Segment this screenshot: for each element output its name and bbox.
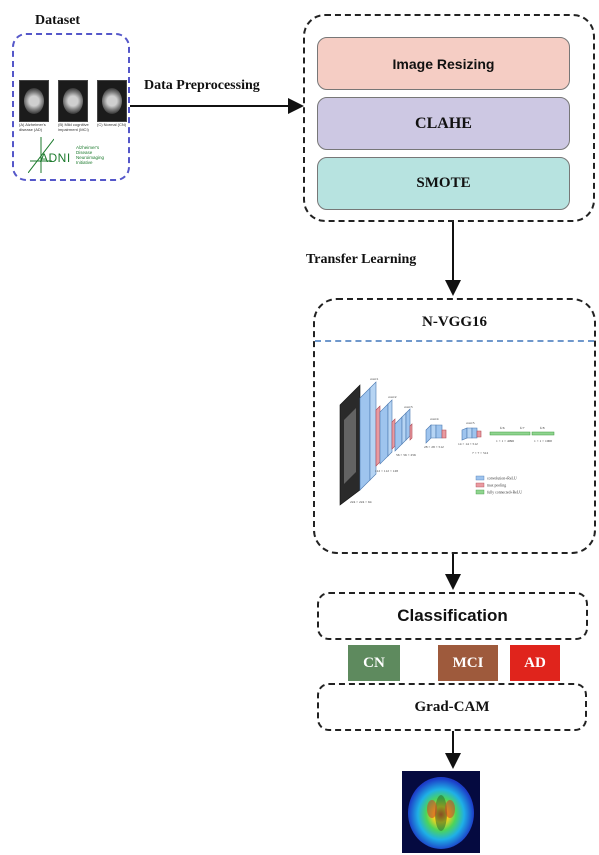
dim-label: 56 × 56 × 256 (396, 453, 416, 457)
layer-tag: conv3 (404, 405, 413, 409)
dim-label: 224 × 224 × 64 (350, 500, 372, 504)
classification-box: Classification (317, 592, 588, 640)
legend-swatch-conv (475, 475, 485, 481)
smote-step: SMOTE (317, 157, 570, 210)
layer-tag: fc8 (540, 426, 545, 430)
dataset-panel (12, 33, 130, 181)
brain-scan-icon (97, 80, 127, 122)
dim-label: 112 × 112 × 128 (375, 469, 398, 473)
layer-tag: fc7 (520, 426, 525, 430)
model-group (313, 298, 596, 554)
pool1-block (375, 405, 381, 467)
mri-thumbnail-cn: (C) Normal (CN) (97, 80, 131, 127)
adni-wordmark: ADNI (40, 151, 71, 165)
pool2-block (391, 418, 396, 450)
pool3-block (409, 423, 413, 441)
layer-tag: conv1 (370, 377, 379, 381)
conv4-block (425, 424, 432, 444)
dim-label: 1 × 1 × 4096 (496, 439, 514, 443)
dim-label: 7 × 7 × 512 (472, 451, 488, 455)
dim-label: 1 × 1 × 1000 (534, 439, 552, 443)
thumbnail-caption: (B) Mild cognitive impairment (MCI) (58, 122, 89, 132)
layer-tag: conv4 (430, 417, 439, 421)
layer-tag: fc6 (500, 426, 505, 430)
fc-layers-block (489, 431, 531, 436)
gradcam-heatmap-image (402, 771, 480, 853)
conv1-block (359, 387, 371, 491)
vgg16-architecture-figure: conv1 conv2 conv3 conv4 conv5 fc6 fc7 fc… (339, 377, 555, 506)
thumbnail-caption: (C) Normal (CN) (97, 122, 127, 127)
adni-mark-icon (28, 137, 54, 173)
model-separator (315, 340, 594, 342)
legend-label: max pooling (487, 484, 506, 488)
legend-swatch-fc (475, 489, 485, 495)
clahe-step: CLAHE (317, 97, 570, 150)
pool4-block (441, 429, 447, 439)
conv2-block (379, 403, 389, 465)
conv5-block (461, 427, 468, 441)
mri-thumbnail-ad: (A) Alzheimer's disease (AD) (19, 80, 53, 132)
gradcam-box: Grad-CAM (317, 683, 587, 731)
model-title: N-VGG16 (422, 314, 487, 330)
dim-label: 28 × 28 × 512 (424, 445, 444, 449)
legend-label: fully connected+ReLU (487, 491, 522, 495)
brain-scan-icon (19, 80, 49, 122)
mri-thumbnail-mci: (B) Mild cognitive impairment (MCI) (58, 80, 92, 132)
layer-tag: conv5 (466, 421, 475, 425)
dataset-title: Dataset (35, 13, 81, 28)
adni-subtitle: Alzheimer's Disease Neuroimaging Initiat… (76, 145, 105, 165)
class-ad-badge: AD (510, 645, 560, 681)
thumbnail-caption: (A) Alzheimer's disease (AD) (19, 122, 46, 132)
legend-swatch-pool (475, 482, 485, 488)
conv3-block (394, 416, 403, 452)
preprocessing-group (303, 14, 595, 222)
brain-scan-icon (58, 80, 88, 122)
layer-tag: conv2 (388, 395, 397, 399)
class-mci-badge: MCI (438, 645, 498, 681)
image-resizing-step: Image Resizing (317, 37, 570, 90)
adni-logo: ADNI Alzheimer's Disease Neuroimaging In… (28, 137, 114, 173)
class-cn-badge: CN (348, 645, 400, 681)
data-preprocessing-label: Data Preprocessing (144, 78, 260, 93)
transfer-learning-label: Transfer Learning (306, 252, 417, 267)
legend-label: convolution+ReLU (487, 477, 517, 481)
dim-label: 14 × 14 × 512 (458, 442, 478, 446)
pool5-block (476, 430, 482, 438)
